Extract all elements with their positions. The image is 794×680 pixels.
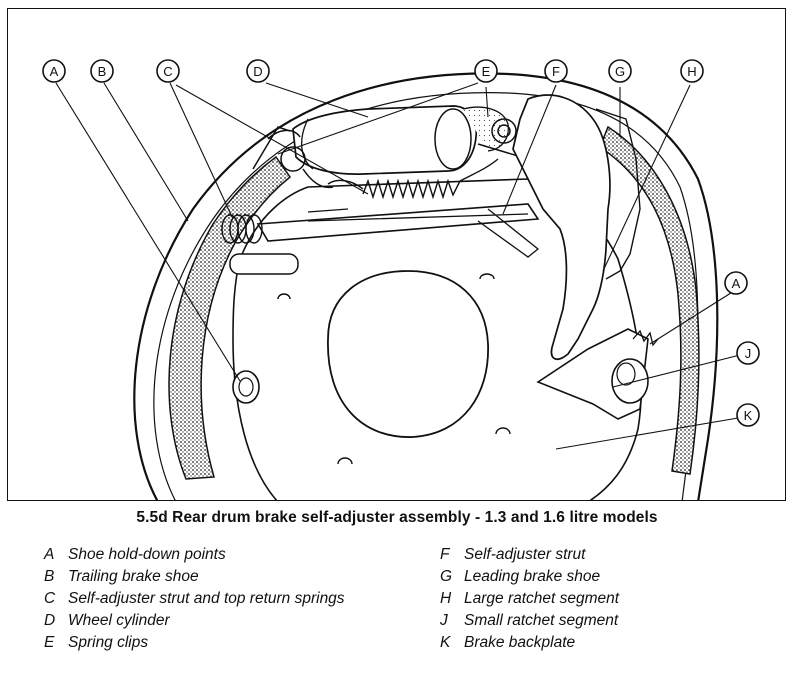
shoe-web-right xyxy=(595,108,641,280)
legend-left: A Shoe hold-down points B Trailing brake… xyxy=(44,544,374,654)
large-ratchet-segment xyxy=(512,94,611,361)
legend-key: D xyxy=(44,612,56,629)
legend-key: G xyxy=(440,568,453,585)
svg-text:A: A xyxy=(50,64,59,79)
callout-H: H xyxy=(680,59,704,83)
svg-text:G: G xyxy=(615,64,625,79)
legend-key: A xyxy=(44,546,55,563)
legend-key: F xyxy=(440,546,450,563)
self-adjuster-strut xyxy=(256,203,540,242)
callout-G: G xyxy=(608,59,632,83)
svg-text:B: B xyxy=(98,64,107,79)
hold-down-pin-left xyxy=(232,370,260,404)
legend-item: F Self-adjuster strut xyxy=(440,544,770,566)
brake-diagram: A B C D E F G H A J K xyxy=(42,59,760,500)
callout-E: E xyxy=(474,59,498,83)
legend-key: B xyxy=(44,568,55,585)
legend-text: Large ratchet segment xyxy=(464,590,620,607)
figure-caption: 5.5d Rear drum brake self-adjuster assem… xyxy=(136,509,658,526)
callout-J: J xyxy=(736,341,760,365)
legend-item: D Wheel cylinder xyxy=(44,610,374,632)
legend-right: F Self-adjuster strut G Leading brake sh… xyxy=(440,544,770,654)
legend-key: H xyxy=(440,590,452,607)
legend-text: Spring clips xyxy=(68,634,149,651)
callout-A: A xyxy=(42,59,66,83)
svg-text:J: J xyxy=(745,346,752,361)
legend-text: Small ratchet segment xyxy=(464,612,619,629)
svg-text:H: H xyxy=(687,64,696,79)
svg-text:A: A xyxy=(732,276,741,291)
svg-text:E: E xyxy=(482,64,491,79)
callout-K: K xyxy=(736,403,760,427)
stud-holes xyxy=(277,273,511,465)
drum-rim-inner xyxy=(153,92,699,500)
legend-text: Trailing brake shoe xyxy=(68,568,199,585)
svg-text:C: C xyxy=(163,64,172,79)
legend-key: C xyxy=(44,590,56,607)
small-ratchet-segment xyxy=(611,358,649,404)
legend-item: G Leading brake shoe xyxy=(440,566,770,588)
callout-F: F xyxy=(544,59,568,83)
legend-item: E Spring clips xyxy=(44,632,374,654)
legend-text: Shoe hold-down points xyxy=(68,546,226,563)
figure-frame: A B C D E F G H A J K xyxy=(7,8,786,501)
legend-key: E xyxy=(44,634,55,651)
legend-key: K xyxy=(440,634,451,651)
hub-opening xyxy=(327,270,489,438)
legend-item: H Large ratchet segment xyxy=(440,588,770,610)
callout-A-right: A xyxy=(724,271,748,295)
svg-text:K: K xyxy=(744,408,753,423)
trailing-shoe-lining xyxy=(168,155,292,480)
svg-text:F: F xyxy=(552,64,560,79)
legend-text: Brake backplate xyxy=(464,634,576,651)
legend-text: Wheel cylinder xyxy=(68,612,170,629)
legend-item: C Self-adjuster strut and top return spr… xyxy=(44,588,374,610)
legend-item: B Trailing brake shoe xyxy=(44,566,374,588)
ratchet-teeth xyxy=(632,329,659,347)
leading-shoe-lining xyxy=(599,125,700,475)
legend-item: K Brake backplate xyxy=(440,632,770,654)
callout-C: C xyxy=(156,59,180,83)
legend-text: Self-adjuster strut and top return sprin… xyxy=(68,590,345,607)
svg-text:D: D xyxy=(253,64,262,79)
callout-B: B xyxy=(90,59,114,83)
legend-item: A Shoe hold-down points xyxy=(44,544,374,566)
legend-text: Leading brake shoe xyxy=(464,568,601,585)
spring-clip-left xyxy=(252,126,334,189)
callout-D: D xyxy=(246,59,270,83)
left-coil-spring xyxy=(221,214,263,244)
legend-text: Self-adjuster strut xyxy=(464,546,586,563)
backplate-slot xyxy=(229,253,299,275)
strut-detail xyxy=(307,208,540,258)
legend-key: J xyxy=(440,612,448,629)
leader-lines xyxy=(55,82,741,450)
legend-item: J Small ratchet segment xyxy=(440,610,770,632)
wheel-cylinder xyxy=(292,105,509,175)
